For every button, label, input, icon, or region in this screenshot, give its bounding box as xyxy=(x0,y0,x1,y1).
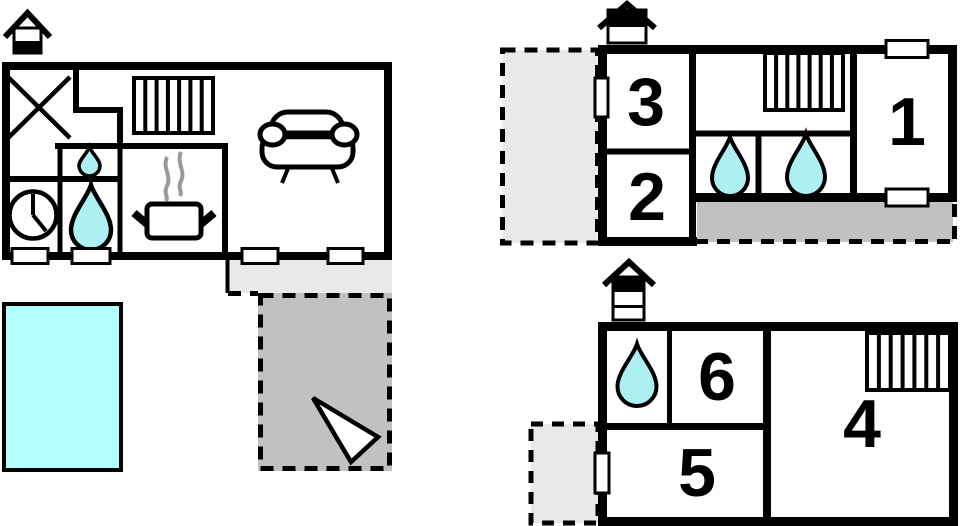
chimney-body-band xyxy=(613,277,644,292)
balcony-dashed-border xyxy=(500,47,600,246)
first-floor-plan: 3 2 1 xyxy=(500,0,957,246)
window xyxy=(10,247,50,265)
sofa-leg xyxy=(329,165,340,184)
windows xyxy=(10,247,365,265)
water-drop-icon xyxy=(709,130,751,198)
second-floor-plan: 6 5 4 xyxy=(528,257,958,526)
balcony xyxy=(500,47,600,246)
porch-area xyxy=(229,260,392,293)
water-drop-icon xyxy=(615,337,659,408)
chimney-roof xyxy=(597,0,657,31)
outer-wall xyxy=(2,62,392,260)
north-arrow-icon xyxy=(311,396,382,466)
water-drop-icon xyxy=(77,141,102,178)
balcony xyxy=(528,421,601,526)
pot-body xyxy=(144,201,204,241)
window xyxy=(593,76,610,119)
stairs-icon xyxy=(763,51,845,112)
windows xyxy=(593,39,930,208)
ground-floor-plan xyxy=(2,8,392,472)
window xyxy=(70,247,112,265)
chimney-body-band xyxy=(14,41,41,53)
terrace-dashed-border xyxy=(258,293,392,471)
stairs-icon xyxy=(132,76,215,135)
room-label: 5 xyxy=(678,435,716,511)
terrace-area xyxy=(697,202,953,242)
room-label: 3 xyxy=(627,64,665,140)
clock-icon xyxy=(7,189,59,241)
room-label: 2 xyxy=(628,159,666,235)
stairs-icon xyxy=(865,331,952,392)
water-drop-icon xyxy=(784,127,828,198)
window xyxy=(884,39,930,59)
room-label: 1 xyxy=(888,84,926,160)
room-label: 6 xyxy=(698,339,736,415)
steam-line xyxy=(177,151,185,198)
pool xyxy=(2,302,123,472)
porch xyxy=(225,258,392,296)
window xyxy=(240,247,280,265)
chimney-icon xyxy=(597,0,657,45)
terrace xyxy=(695,202,957,244)
clock-hand xyxy=(31,213,48,233)
x-line xyxy=(6,75,72,140)
terrace xyxy=(258,293,392,471)
window xyxy=(884,187,930,208)
steam-line xyxy=(163,156,171,203)
sofa-armrest xyxy=(257,121,288,148)
balcony-area xyxy=(502,50,598,243)
chimney-icon xyxy=(2,8,53,55)
chimney-roof xyxy=(2,8,53,40)
window xyxy=(326,247,365,265)
balcony-area xyxy=(531,424,598,523)
building-walls xyxy=(598,322,958,526)
sofa-icon xyxy=(257,109,360,184)
room-label: 4 xyxy=(843,386,881,462)
wardrobe-x-icon xyxy=(6,75,72,140)
window xyxy=(593,451,611,495)
sofa-leg xyxy=(280,165,291,184)
stove-icon xyxy=(131,151,217,241)
chimney-icon xyxy=(601,257,657,322)
sofa-armrest xyxy=(329,121,360,148)
chimney-roof xyxy=(601,257,657,288)
